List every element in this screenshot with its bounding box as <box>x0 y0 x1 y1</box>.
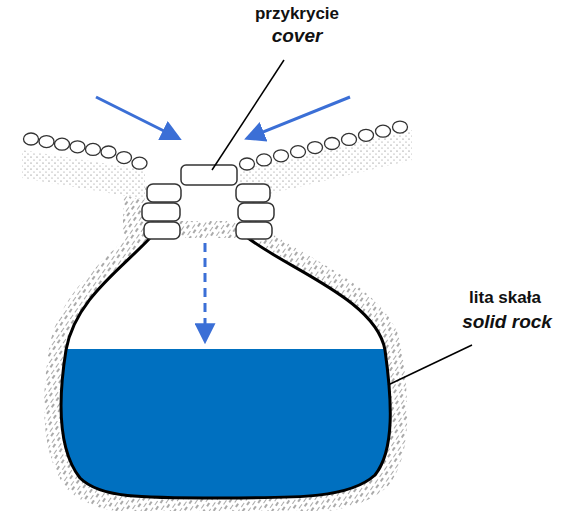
flow-arrow-dashed <box>204 243 207 340</box>
stone <box>376 125 391 137</box>
stone <box>359 129 374 141</box>
label-english: cover <box>270 25 325 47</box>
leader-line <box>388 345 472 385</box>
label-english: solid rock <box>460 311 554 333</box>
stone <box>101 146 116 158</box>
stone <box>132 157 147 169</box>
label-polish: przykrycie <box>253 4 341 24</box>
water <box>40 349 420 509</box>
stone <box>39 136 54 148</box>
inflow-arrow <box>96 97 178 138</box>
soil-left <box>22 150 145 200</box>
stone <box>240 158 255 170</box>
stone <box>70 141 85 153</box>
stone <box>308 142 323 154</box>
stone <box>257 154 272 166</box>
stone <box>274 150 289 162</box>
neck-stones <box>142 184 274 239</box>
leader-line <box>212 60 284 170</box>
inflow-arrow <box>248 97 350 138</box>
stone <box>291 146 306 158</box>
stone <box>86 143 101 155</box>
stone <box>393 121 408 133</box>
stone <box>24 133 39 145</box>
stone <box>342 133 357 145</box>
stone <box>117 152 132 164</box>
cover-slab <box>181 165 237 185</box>
stone <box>325 138 340 150</box>
surface-stones <box>24 121 408 170</box>
stone <box>55 138 70 150</box>
label-polish: lita skała <box>467 288 543 308</box>
chamber-wall <box>61 238 390 498</box>
